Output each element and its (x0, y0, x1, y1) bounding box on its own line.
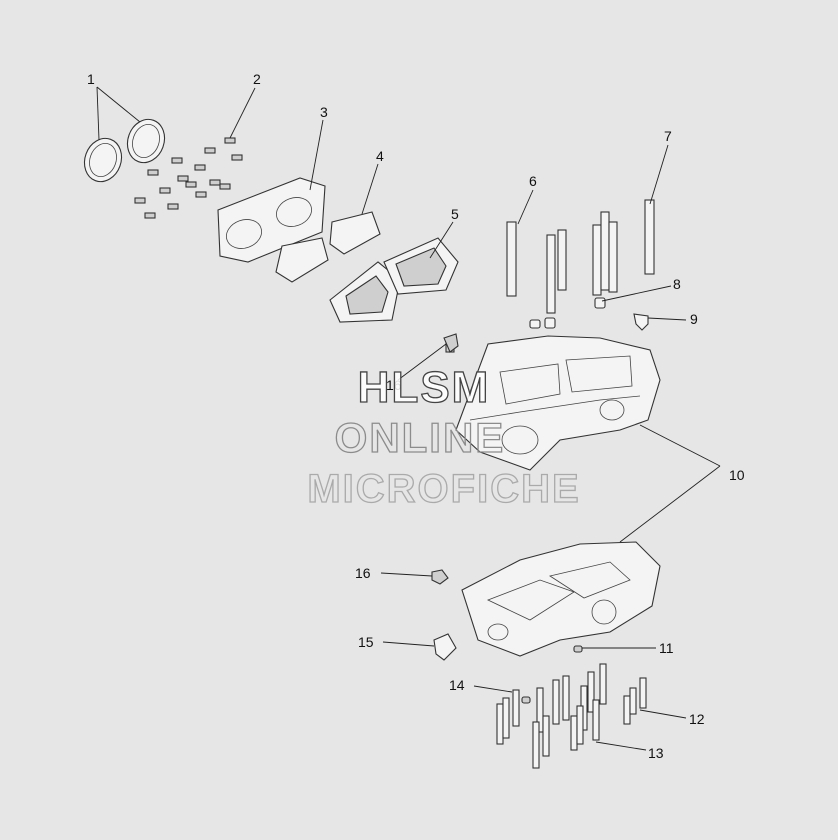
watermark: HLSM ONLINE MICROFICHE (307, 362, 580, 511)
callout-4: 4 (376, 148, 384, 164)
callout-12: 12 (689, 711, 705, 727)
callout-14: 14 (449, 677, 465, 693)
callout-8: 8 (673, 276, 681, 292)
clamp-rings (83, 118, 166, 183)
callout-7: 7 (664, 128, 672, 144)
leader-lines (96, 86, 721, 751)
watermark-line-3: MICROFICHE (307, 467, 580, 511)
callout-11: 11 (659, 640, 674, 656)
small-bolts (134, 137, 243, 219)
reed-stops (275, 211, 381, 283)
lower-crankcase (461, 541, 661, 657)
plug (521, 645, 583, 704)
screws (431, 333, 459, 585)
intake-plate (217, 177, 326, 263)
callout-2: 2 (253, 71, 261, 87)
long-studs (506, 199, 655, 314)
bracket (433, 633, 457, 661)
crankcase-bolts (496, 663, 647, 769)
callout-15: 15 (358, 634, 374, 650)
upper-crankcase (455, 335, 661, 471)
callout-6: 6 (529, 173, 537, 189)
callout-16: 16 (355, 565, 371, 581)
callout-9: 9 (690, 311, 698, 327)
callout-labels: 1 2 3 4 5 6 7 8 9 10 11 12 13 14 15 16 1… (87, 71, 745, 761)
callout-10: 10 (729, 467, 745, 483)
watermark-line-2: ONLINE (335, 414, 506, 461)
callout-16-upper: 16 (386, 377, 402, 393)
callout-5: 5 (451, 206, 459, 222)
callout-1: 1 (87, 71, 95, 87)
reed-valves (329, 237, 459, 323)
callout-3: 3 (320, 104, 328, 120)
watermark-line-1: HLSM (358, 363, 491, 412)
callout-13: 13 (648, 745, 664, 761)
